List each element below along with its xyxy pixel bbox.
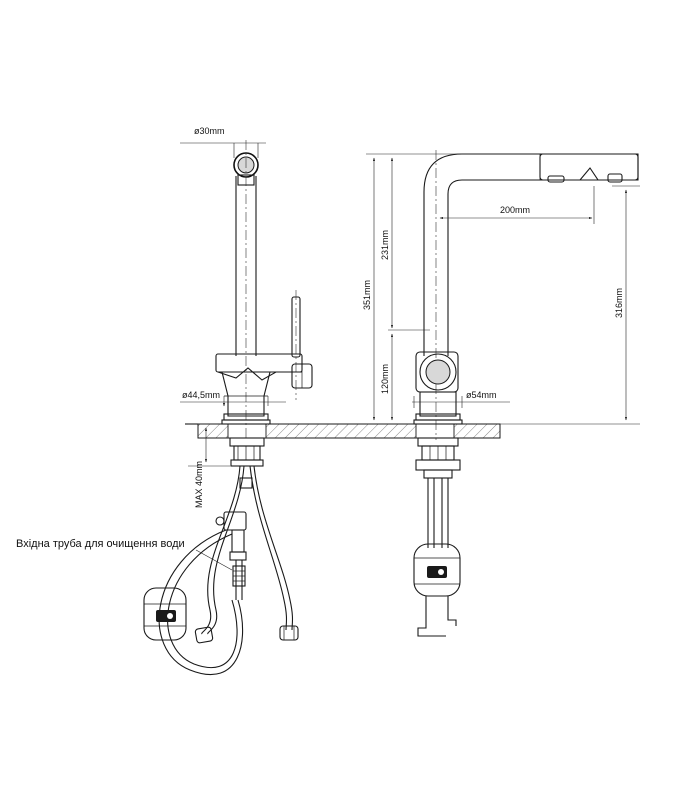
countertop <box>185 423 501 439</box>
spout-height-label: 231mm <box>380 230 390 260</box>
base-diameter-side-label: ø44,5mm <box>182 390 220 400</box>
total-height-label: 351mm <box>362 280 372 310</box>
dimension-lines <box>180 142 640 571</box>
reach-label: 200mm <box>500 205 530 215</box>
base-diameter-front-label: ø54mm <box>466 390 497 400</box>
outlet-height-label: 316mm <box>614 288 624 318</box>
max-deck-label: MAX 40mm <box>194 461 204 508</box>
handle-height-label: 120mm <box>380 364 390 394</box>
front-view-faucet <box>413 150 639 637</box>
side-view-faucet <box>143 140 313 676</box>
inlet-pipe-callout: Вхідна труба для очищення води <box>16 538 185 550</box>
spout-diameter-label: ø30mm <box>194 126 225 136</box>
